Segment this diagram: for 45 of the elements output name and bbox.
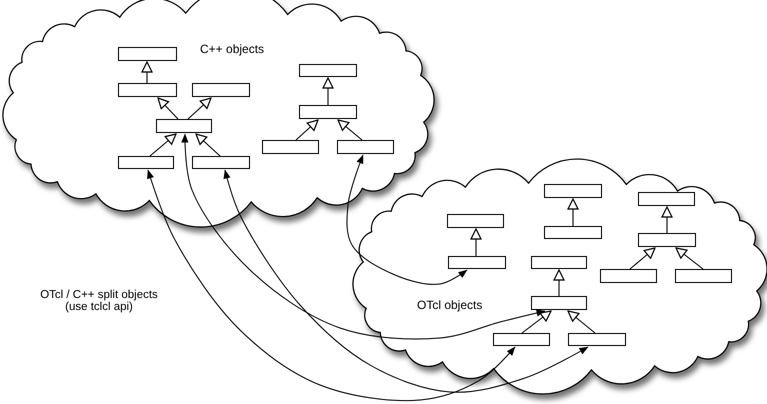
annotation-text: OTcl / C++ split objects (use tclcl api) [39, 289, 159, 313]
class-box [337, 140, 394, 154]
inheritance-arrow [322, 77, 334, 106]
inheritance-arrow [675, 247, 704, 270]
double-headed-arrow [147, 170, 516, 402]
inheritance-arrow [522, 310, 552, 334]
inheritance-arrow [141, 61, 153, 84]
inheritance-arrow [470, 228, 482, 256]
inheritance-arrow [157, 97, 178, 120]
class-box [493, 333, 550, 346]
class-box [192, 156, 250, 169]
cloud-title: C++ objects [200, 42, 264, 56]
inheritance-arrow [567, 310, 596, 334]
class-box [544, 226, 602, 239]
class-box [118, 156, 174, 169]
class-box [531, 256, 587, 269]
class-box [118, 83, 177, 97]
double-headed-arrow [181, 134, 546, 340]
inheritance-arrow [150, 133, 177, 156]
inheritance-arrow [567, 198, 579, 226]
class-box [118, 47, 177, 61]
inheritance-arrow [188, 97, 212, 120]
class-box [447, 214, 504, 228]
inheritance-arrow [337, 119, 362, 140]
double-headed-arrow [224, 170, 588, 393]
class-box [568, 333, 626, 346]
class-box [675, 269, 732, 283]
class-box [531, 296, 587, 310]
class-box [299, 105, 357, 119]
class-box [156, 119, 212, 133]
class-box [544, 184, 602, 198]
inheritance-arrow [553, 269, 565, 296]
class-box [262, 140, 319, 154]
double-headed-arrow [346, 154, 468, 285]
inheritance-arrow [661, 206, 673, 234]
inheritance-arrow [195, 133, 220, 156]
class-box [299, 64, 357, 77]
class-box [638, 233, 696, 247]
class-box [638, 192, 695, 206]
inheritance-arrow [296, 119, 319, 140]
class-box [192, 83, 250, 97]
class-box [600, 269, 657, 283]
inheritance-arrow [630, 247, 656, 270]
cloud-title: OTcl objects [417, 298, 482, 312]
class-box [448, 256, 506, 269]
